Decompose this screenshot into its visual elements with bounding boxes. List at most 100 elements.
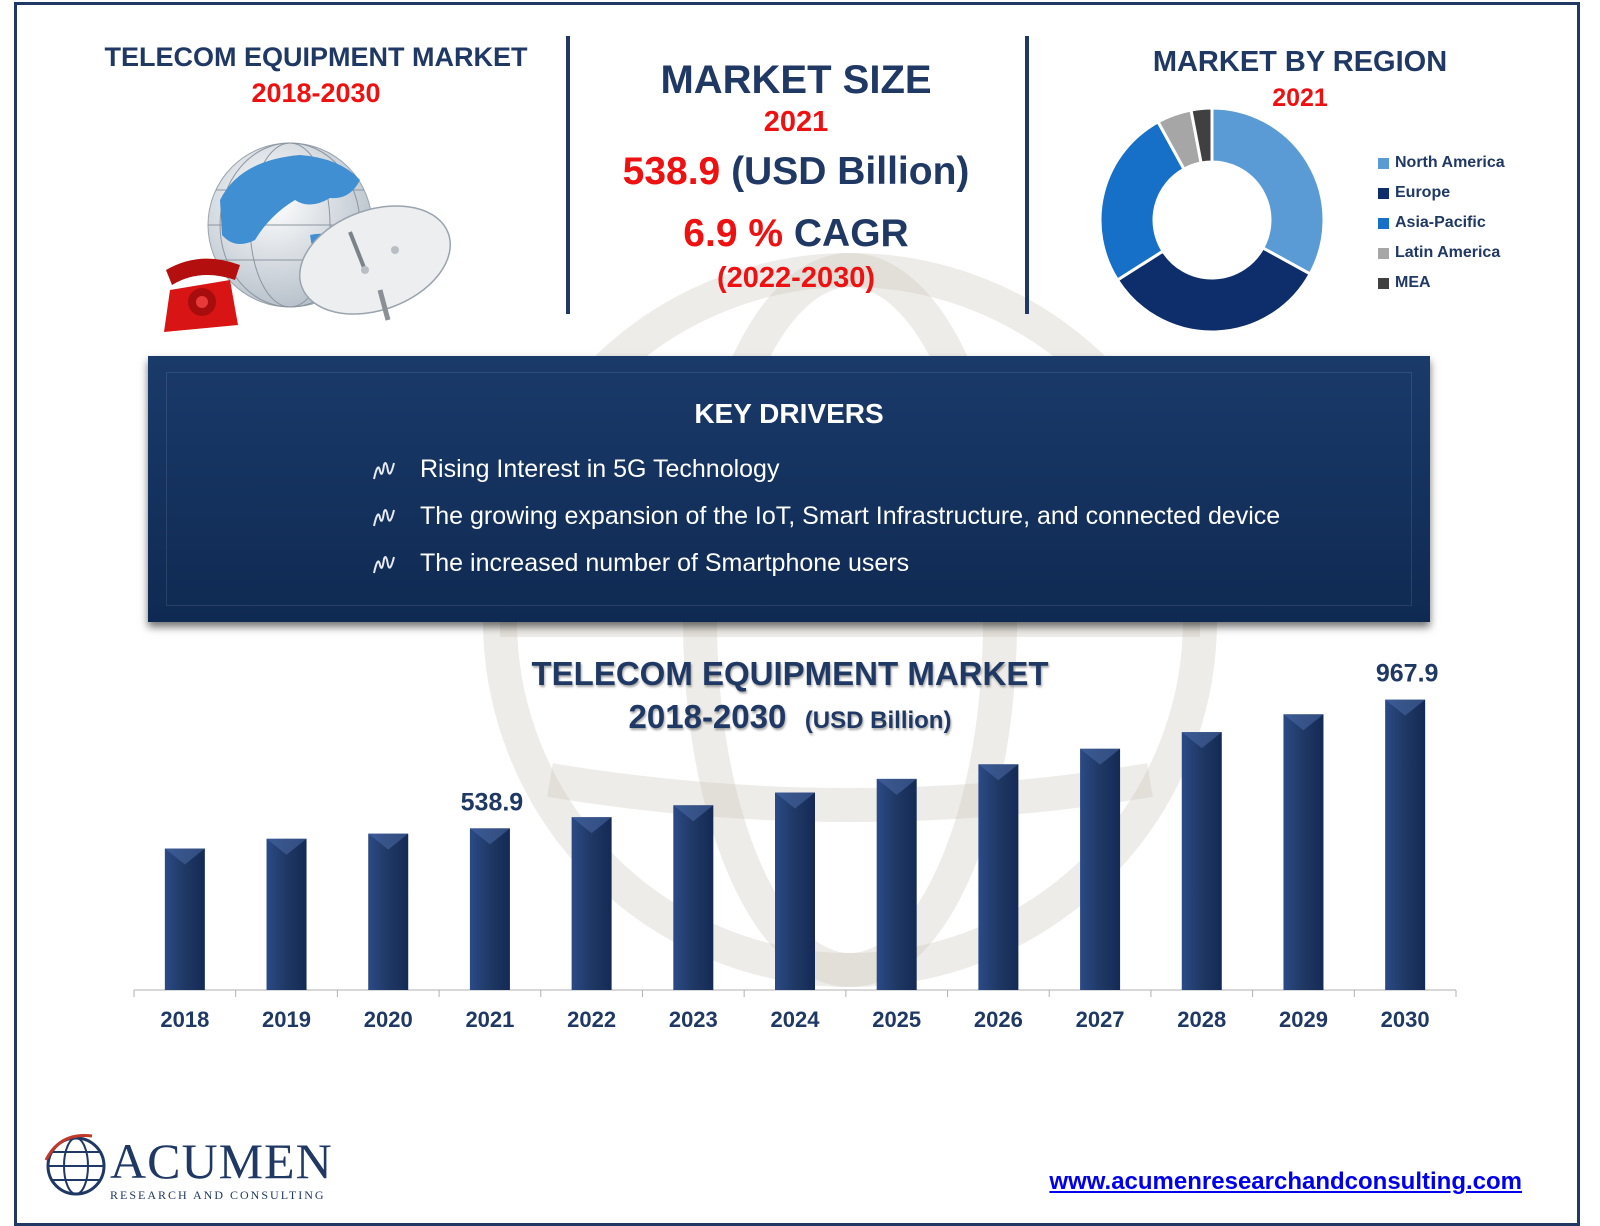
bar-chart-years: 2018-2030 (628, 698, 787, 735)
market-size-title: MARKET SIZE (660, 58, 932, 102)
bar-2029 (1283, 714, 1324, 990)
key-drivers-panel: KEY DRIVERS Rising Interest in 5G Techno… (148, 356, 1430, 622)
x-tick-label: 2019 (262, 1007, 311, 1032)
legend-label: Europe (1395, 184, 1451, 201)
left-years: 2018-2030 (251, 78, 381, 108)
legend-swatch (1378, 217, 1389, 229)
legend-swatch (1378, 277, 1389, 289)
driver-text: The growing expansion of the IoT, Smart … (420, 502, 1281, 530)
legend-swatch (1378, 187, 1389, 199)
x-tick-label: 2021 (465, 1007, 514, 1032)
region-year: 2021 (1272, 84, 1328, 112)
donut-slice-mea (1189, 106, 1214, 165)
bar-bevel (978, 764, 1019, 781)
x-tick-label: 2027 (1076, 1007, 1125, 1032)
telecom-illustration (164, 142, 452, 332)
donut-slice-asia-pacific (1098, 119, 1187, 283)
bar-bevel (775, 792, 815, 809)
bar-2021 (469, 828, 510, 990)
telephone-icon (164, 258, 240, 332)
legend-label: Latin America (1395, 244, 1501, 261)
bar-bevel (1283, 714, 1324, 731)
driver-item: The growing expansion of the IoT, Smart … (370, 493, 1280, 540)
signal-wave-icon (373, 555, 395, 573)
signal-wave-icon (373, 508, 395, 526)
bar-2030 (1385, 699, 1426, 990)
divider-right (1025, 36, 1029, 314)
bar-2026 (978, 764, 1019, 990)
acumen-logo: ACUMEN RESEARCH AND CONSULTING (40, 1130, 340, 1210)
signal-wave-icon (373, 461, 395, 479)
key-drivers-title: KEY DRIVERS (694, 398, 884, 429)
bar-2020 (368, 833, 409, 990)
x-tick-label: 2018 (160, 1007, 209, 1032)
bar-chart-unit: (USD Billion) (804, 707, 952, 734)
bar-2027 (1080, 748, 1121, 990)
market-size-unit: (USD Billion) (720, 150, 970, 193)
legend-item: Latin America (1378, 238, 1505, 268)
market-size-value: 538.9 (622, 150, 721, 193)
bar-chart-subtitle: 2018-2030 (USD Billion) (440, 698, 1140, 736)
bar-2023 (673, 805, 714, 990)
bar-bevel (1080, 748, 1121, 765)
x-tick-label: 2026 (974, 1007, 1023, 1032)
bar-bevel (469, 828, 510, 845)
market-size-year: 2021 (763, 106, 829, 138)
bar-2024 (775, 792, 815, 990)
x-tick-label: 2030 (1381, 1007, 1430, 1032)
legend-item: North America (1378, 148, 1505, 178)
bar-bevel (164, 848, 205, 865)
cagr-label: CAGR (783, 212, 909, 255)
legend-label: North America (1395, 154, 1505, 171)
x-tick-label: 2028 (1177, 1007, 1226, 1032)
logo-name: ACUMEN (110, 1133, 333, 1189)
left-title: TELECOM EQUIPMENT MARKET (104, 42, 528, 72)
bar-bevel (266, 838, 307, 855)
x-tick-label: 2029 (1279, 1007, 1328, 1032)
data-label: 967.9 (1376, 660, 1439, 688)
bar-bevel (1181, 732, 1222, 749)
bar-bevel (571, 817, 612, 834)
bar-bevel (368, 833, 409, 850)
driver-text: Rising Interest in 5G Technology (420, 455, 780, 483)
legend-item: MEA (1378, 268, 1505, 298)
driver-item: Rising Interest in 5G Technology (370, 446, 1280, 493)
bar-bevel (1385, 699, 1426, 716)
x-tick-label: 2022 (567, 1007, 616, 1032)
legend-swatch (1378, 157, 1389, 169)
x-tick-label: 2024 (771, 1007, 821, 1032)
logo-globe-icon (44, 1134, 106, 1196)
divider-left (566, 36, 570, 314)
x-tick-label: 2025 (872, 1007, 921, 1032)
bar-2028 (1181, 732, 1222, 990)
bar-2022 (571, 817, 612, 990)
driver-text: The increased number of Smartphone users (420, 549, 910, 577)
bar-2025 (876, 778, 917, 990)
cagr-line: 6.9 % CAGR (596, 212, 996, 256)
donut-slice-north-america (1210, 106, 1326, 276)
x-tick-label: 2023 (669, 1007, 718, 1032)
legend-swatch (1378, 247, 1389, 259)
bar-bevel (876, 778, 917, 795)
legend-label: MEA (1395, 274, 1431, 291)
legend-item: Asia-Pacific (1378, 208, 1505, 238)
website-link[interactable]: www.acumenresearchandconsulting.com (1049, 1168, 1522, 1195)
market-size-line: 538.9 (USD Billion) (596, 150, 996, 194)
donut-slice-europe (1115, 245, 1313, 334)
region-donut-chart (1098, 106, 1326, 334)
key-drivers-list: Rising Interest in 5G Technology The gro… (370, 446, 1280, 587)
data-label: 538.9 (461, 788, 524, 816)
bar-2018 (164, 848, 205, 990)
legend-item: Europe (1378, 178, 1505, 208)
x-tick-label: 2020 (364, 1007, 413, 1032)
cagr-value: 6.9 % (683, 212, 784, 255)
satellite-dish-icon (298, 205, 452, 321)
logo-tagline: RESEARCH AND CONSULTING (110, 1188, 326, 1202)
cagr-period: (2022-2030) (717, 262, 875, 294)
bar-bevel (673, 805, 714, 822)
bar-2019 (266, 838, 307, 990)
legend-label: Asia-Pacific (1395, 214, 1486, 231)
bar-chart-title: TELECOM EQUIPMENT MARKET (531, 655, 1049, 692)
